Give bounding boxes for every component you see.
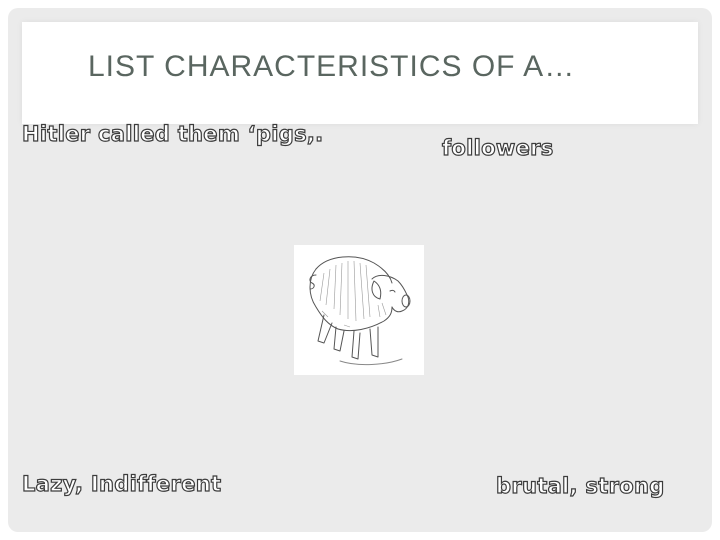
label-bottom-left: Lazy, Indifferent — [21, 472, 222, 496]
label-bottom-right: brutal, strong — [495, 474, 665, 498]
slide-title: LIST CHARACTERISTICS OF A… — [88, 50, 576, 83]
pig-image — [294, 245, 424, 375]
pig-sketch-icon — [309, 256, 411, 366]
label-top-left: Hitler called them ‘pigs,. — [21, 122, 324, 146]
label-top-right: followers — [441, 136, 554, 160]
title-box — [22, 22, 698, 124]
